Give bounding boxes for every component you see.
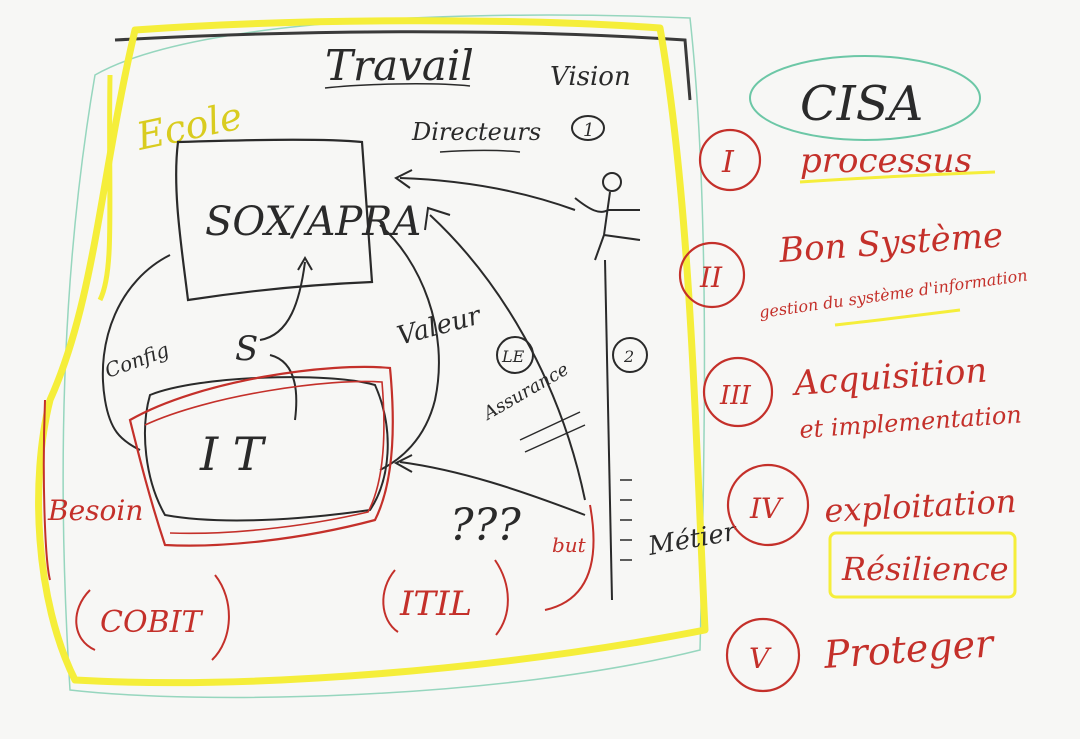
cobit-bracket-right [211,574,230,661]
cisa-item-5-circle [725,617,801,693]
it-box-label: I T [199,427,267,481]
step-badge-top-number: 1 [583,120,594,141]
badge-middle: LE [496,336,534,374]
cisa-item-4-circle [726,463,810,547]
it-box-red [128,365,394,547]
badge-right-text: 2 [623,347,634,366]
cisa-item-3-subtext: et implementation [798,401,1022,444]
question-marks: ??? [450,500,521,551]
sox-box-label: SOX/APRA [205,199,421,245]
cisa-item-2-numeral: II [699,261,723,294]
cisa-item-1: I processus [698,128,996,192]
itil-bracket-left [382,569,399,633]
cisa-item-1-highlight [799,170,996,184]
metier-label: Métier [645,517,740,562]
cisa-item-4-numeral: IV [749,492,784,525]
title-underline [324,83,471,89]
arrow-s-to-sox-head [297,256,313,271]
arrow-bottom-to-sox-head [424,206,451,231]
cisa-title: CISA [800,76,923,132]
arrow-bottom-to-sox [429,214,586,501]
cobit-label: COBIT [100,605,203,640]
cisa-item-2-subtext: gestion du système d'information [758,265,1029,321]
itil-label: ITIL [399,584,472,624]
right-loop-curve [379,224,440,471]
config-label: Config [102,337,173,382]
cisa-item-4: IV exploitation Résilience [726,463,1017,599]
cisa-item-1-circle [698,128,762,192]
cisa-item-4-text: exploitation [823,482,1017,530]
cobit-bracket-left [75,589,96,651]
arrow-s-to-sox [259,261,306,341]
cisa-item-2-text: Bon Système [777,215,1005,271]
arrow-to-it-head [393,454,413,473]
red-itil-group: ITIL [382,559,509,636]
itil-bracket-right [494,559,509,636]
step-badge-top: 1 [571,115,605,141]
left-loop-curve [101,254,171,451]
cisa-item-5-numeral: V [749,642,772,675]
cisa-item-2-highlight [834,308,961,327]
cisa-item-3: III Acquisition et implementation [702,351,1023,444]
badge-right: 2 [612,337,648,373]
board-label: Directeurs [411,118,541,146]
sox-box [175,138,374,302]
cisa-item-3-numeral: III [719,381,752,411]
arrow-figure-to-sox [399,177,576,211]
cisa-item-1-numeral: I [721,145,735,180]
yellow-main-frame [35,17,709,687]
right-vertical-line [604,259,613,601]
red-cobit-group: COBIT [75,574,230,661]
cisa-item-5: V Proteger [725,617,998,693]
arrow-to-it [399,461,586,516]
arrow-s-down [269,354,298,421]
s-arrow-label: S [235,329,258,369]
yellow-inner-stroke [97,74,113,302]
red-bracket-right [544,504,595,611]
dark-frame-top [114,30,692,101]
resilience-highlight-box [828,531,1017,599]
assurance-underline [519,411,586,453]
red-besoin-line [42,399,51,581]
vision-label: Vision [550,62,631,92]
yellow-top-left-label: Ecole [132,94,246,159]
cisa-item-3-text: Acquisition [790,351,989,405]
cisa-item-2: II Bon Système gestion du système d'info… [678,215,1029,327]
valeur-label: Valeur [394,300,485,351]
cisa-item-4-subtext: Résilience [841,550,1009,588]
board-underline [439,149,521,153]
red-besoin-label: Besoin [47,494,143,527]
small-red-label: but [552,533,587,557]
arrow-figure-to-sox-head [394,169,413,189]
badge-middle-text: LE [501,347,525,366]
cisa-item-2-circle [678,241,746,309]
stakeholder-figure [574,172,641,261]
green-outer-outline [62,14,706,699]
cisa-item-3-circle [702,356,774,428]
it-box-red-second [144,380,385,535]
cisa-item-5-text: Proteger [822,621,998,677]
cisa-title-oval [749,55,981,141]
frame-title: Travail [325,41,474,90]
it-box-black [144,376,389,522]
right-tick-marks [620,479,632,561]
